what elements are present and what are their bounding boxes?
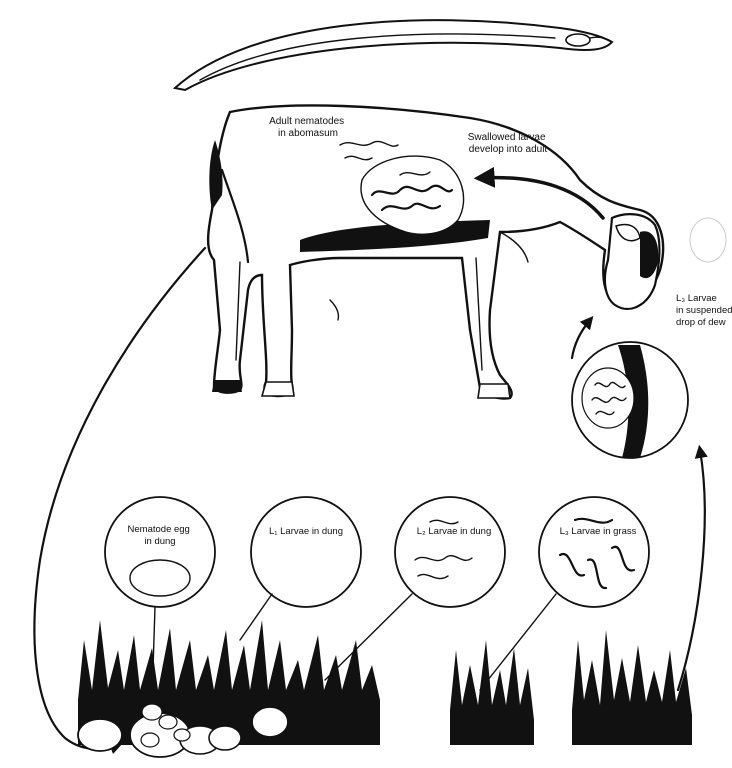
grass-and-dung-illustration (78, 620, 692, 757)
adult-worm-illustration (175, 20, 612, 90)
label-l3-grass-stage: L₃ Larvae in grass (560, 526, 637, 537)
dew-drop-circle (572, 342, 688, 458)
label-swallowed-larvae: Swallowed larvae develop into adult (468, 132, 549, 155)
connector-l1 (240, 594, 272, 640)
l2-stage-circle (395, 497, 505, 607)
label-l3-dew: L₃ Larvae in suspended drop of dew (676, 293, 732, 328)
l1-stage-circle (251, 497, 361, 607)
label-l1-stage: L₁ Larvae in dung (269, 526, 343, 537)
arrow-dew-to-mouth (572, 320, 590, 358)
l3-grass-stage-circle (539, 497, 649, 607)
connector-l3 (480, 594, 556, 690)
label-l2-stage: L₂ Larvae in dung (417, 526, 491, 537)
arrow-grass-to-dew (678, 450, 705, 690)
egg-stage-circle (105, 497, 215, 607)
label-adult-nematodes: Adult nematodes in abomasum (269, 116, 347, 139)
